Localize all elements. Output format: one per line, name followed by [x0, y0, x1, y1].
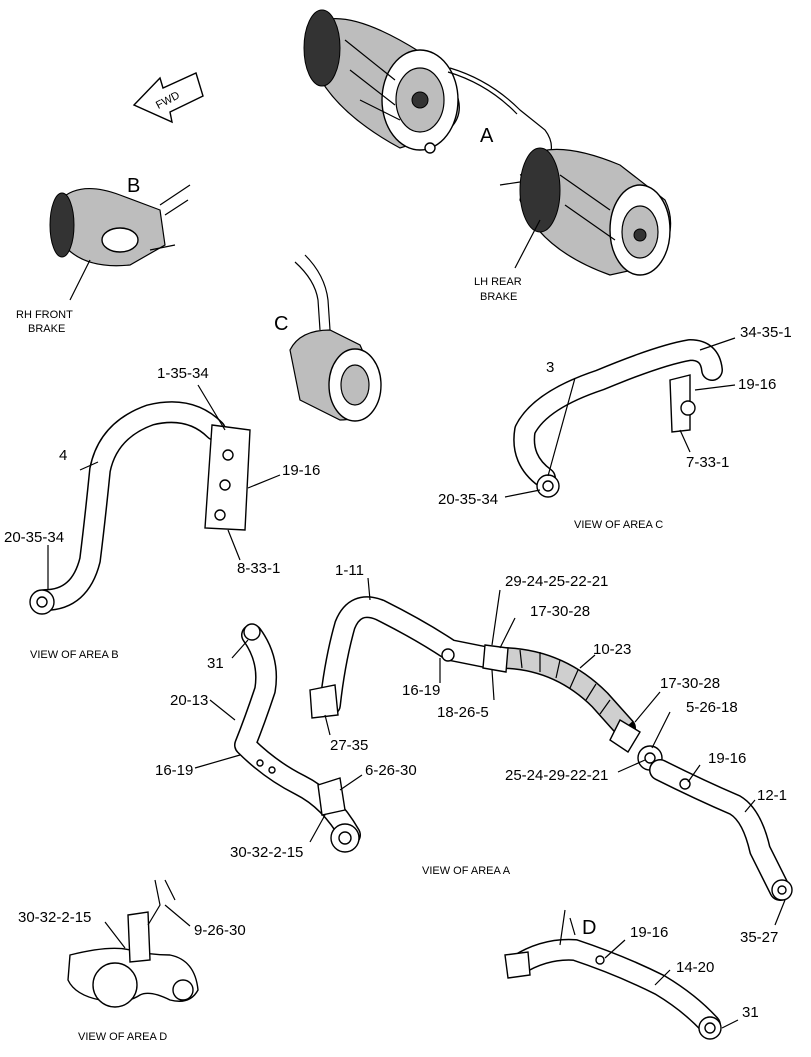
- fwd-arrow-icon: FWD: [132, 72, 204, 124]
- callout-a-25-24-29-22-21: 25-24-29-22-21: [505, 767, 608, 784]
- rear-brake-assembly-illustration: A LH REAR BRAKE: [303, 9, 672, 303]
- callout-a-16-19: 16-19: [402, 682, 440, 699]
- view-letter-a: A: [480, 125, 494, 147]
- callout-b-20-35-34: 20-35-34: [4, 529, 64, 546]
- callout-a-20-13: 20-13: [170, 692, 208, 709]
- caption-view-c: VIEW OF AREA C: [574, 519, 663, 531]
- callout-a-1-11: 1-11: [335, 562, 364, 579]
- caption-view-a: VIEW OF AREA A: [422, 865, 511, 877]
- callout-a-17-30-28-top: 17-30-28: [530, 603, 590, 620]
- callout-a-5-26-18: 5-26-18: [686, 699, 738, 716]
- callout-a-19-16: 19-16: [708, 750, 746, 767]
- callout-a-10-23: 10-23: [593, 641, 631, 658]
- rh-front-brake-label-line1: RH FRONT: [16, 309, 73, 321]
- brake-c-illustration: C: [274, 254, 382, 422]
- callout-a-18-26-5: 18-26-5: [437, 704, 489, 721]
- callout-b-4: 4: [59, 447, 67, 464]
- callout-a-6-26-30: 6-26-30: [365, 762, 417, 779]
- callout-d-31: 31: [742, 1004, 759, 1021]
- caption-view-b: VIEW OF AREA B: [30, 649, 119, 661]
- callout-a-17-30-28: 17-30-28: [660, 675, 720, 692]
- view-letter-c: C: [274, 313, 288, 335]
- rh-front-brake-label-line2: BRAKE: [28, 323, 65, 335]
- callout-c-20-35-34: 20-35-34: [438, 491, 498, 508]
- callout-d-9-26-30: 9-26-30: [194, 922, 246, 939]
- callout-c-34-35-1: 34-35-1: [740, 324, 792, 341]
- callout-b-1-35-34: 1-35-34: [157, 365, 209, 382]
- callout-a-27-35: 27-35: [330, 737, 368, 754]
- callout-d-19-16: 19-16: [630, 924, 668, 941]
- callout-a-31: 31: [207, 655, 224, 672]
- area-c-view: 34-35-1 3 19-16 7-33-1 20-35-34 VIEW OF …: [438, 324, 792, 531]
- area-a-view: 1-11 29-24-25-22-21 17-30-28 10-23 16-19…: [155, 562, 793, 946]
- callout-c-19-16: 19-16: [738, 376, 776, 393]
- callout-a-29-24-25-22-21: 29-24-25-22-21: [505, 573, 608, 590]
- callout-d-14-20: 14-20: [676, 959, 714, 976]
- callout-a-16-19-left: 16-19: [155, 762, 193, 779]
- lh-rear-brake-label-line1: LH REAR: [474, 276, 522, 288]
- area-b-view: 1-35-34 4 19-16 20-35-34 8-33-1 VIEW OF …: [4, 365, 320, 661]
- callout-a-30-32-2-15: 30-32-2-15: [230, 844, 303, 861]
- callout-a-35-27: 35-27: [740, 929, 778, 946]
- view-letter-b: B: [127, 175, 140, 197]
- view-letter-d: D: [582, 917, 596, 939]
- callout-a-12-1: 12-1: [757, 787, 787, 804]
- lh-rear-brake-label-line2: BRAKE: [480, 291, 517, 303]
- caption-view-d: VIEW OF AREA D: [78, 1031, 167, 1043]
- callout-c-7-33-1: 7-33-1: [686, 454, 729, 471]
- rh-front-brake-illustration: B RH FRONT BRAKE: [16, 175, 191, 335]
- area-d-view: 30-32-2-15 9-26-30 VIEW OF AREA D D 19-1…: [18, 879, 759, 1043]
- callout-b-8-33-1: 8-33-1: [237, 560, 280, 577]
- callout-b-19-16: 19-16: [282, 462, 320, 479]
- callout-d-30-32-2-15: 30-32-2-15: [18, 909, 91, 926]
- callout-c-3: 3: [546, 359, 554, 376]
